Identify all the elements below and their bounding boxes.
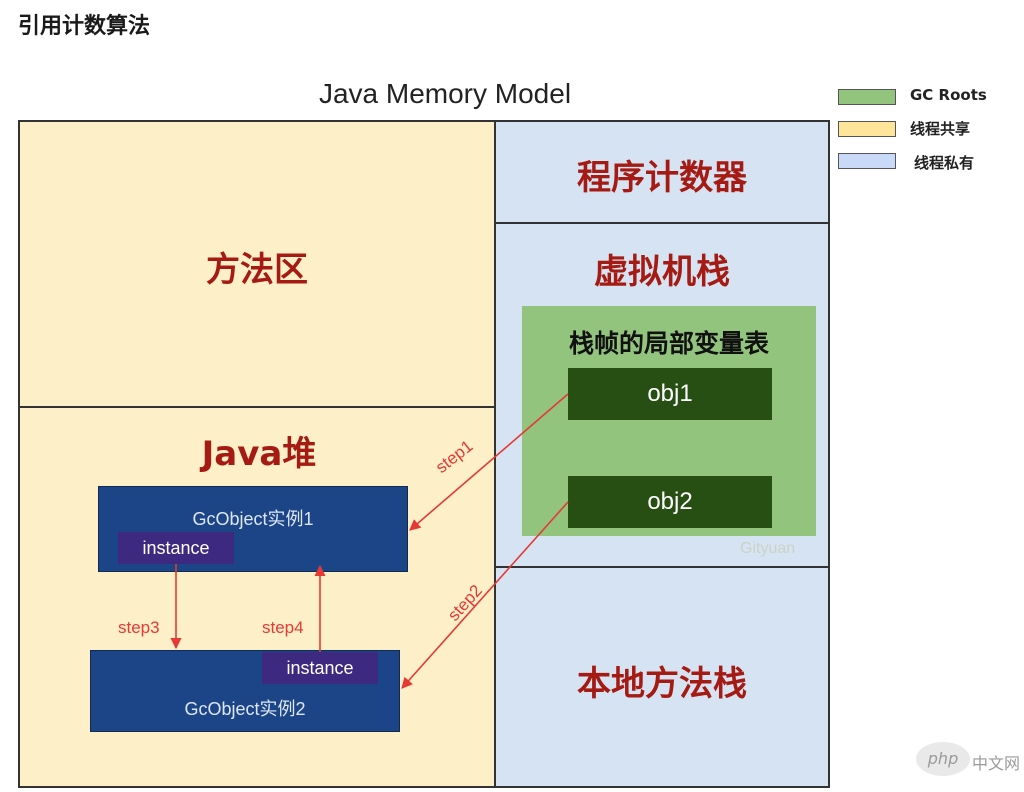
page-heading: 引用计数算法	[18, 14, 151, 39]
php-logo: php	[916, 742, 970, 776]
step4-label: step4	[262, 618, 304, 637]
legend-swatch-private	[838, 153, 896, 169]
program-counter-label: 程序计数器	[577, 158, 747, 198]
vm-stack-label: 虚拟机栈	[594, 252, 730, 292]
program-counter-region: 程序计数器	[494, 120, 830, 224]
legend-label-shared: 线程共享	[910, 120, 971, 138]
method-area-label: 方法区	[206, 250, 308, 290]
native-stack-region: 本地方法栈	[494, 566, 830, 788]
watermark: Gityuan	[740, 540, 796, 557]
php-site-text: 中文网	[972, 754, 1021, 773]
legend-swatch-shared	[838, 121, 896, 137]
obj2-box: obj2	[568, 476, 772, 528]
legend-label-private: 线程私有	[914, 154, 975, 172]
step3-label: step3	[118, 618, 160, 637]
step2-arrow	[401, 501, 569, 689]
step1-arrow	[409, 393, 569, 531]
gc-object-1-instance-field: instance	[118, 532, 234, 564]
stack-frame-label: 栈帧的局部变量表	[568, 329, 769, 358]
legend-swatch-gc-roots	[838, 89, 896, 105]
gc-object-2-title: GcObject实例2	[184, 699, 306, 719]
heap-label: Java堆	[201, 434, 317, 474]
gc-object-2-instance-field: instance	[262, 652, 378, 684]
diagram-title: Java Memory Model	[318, 78, 572, 109]
gc-object-1-title: GcObject实例1	[192, 509, 314, 529]
obj1-box: obj1	[568, 368, 772, 420]
native-stack-label: 本地方法栈	[577, 664, 747, 704]
method-area-region: 方法区	[18, 120, 496, 408]
legend-label-gc-roots: GC Roots	[910, 86, 987, 104]
